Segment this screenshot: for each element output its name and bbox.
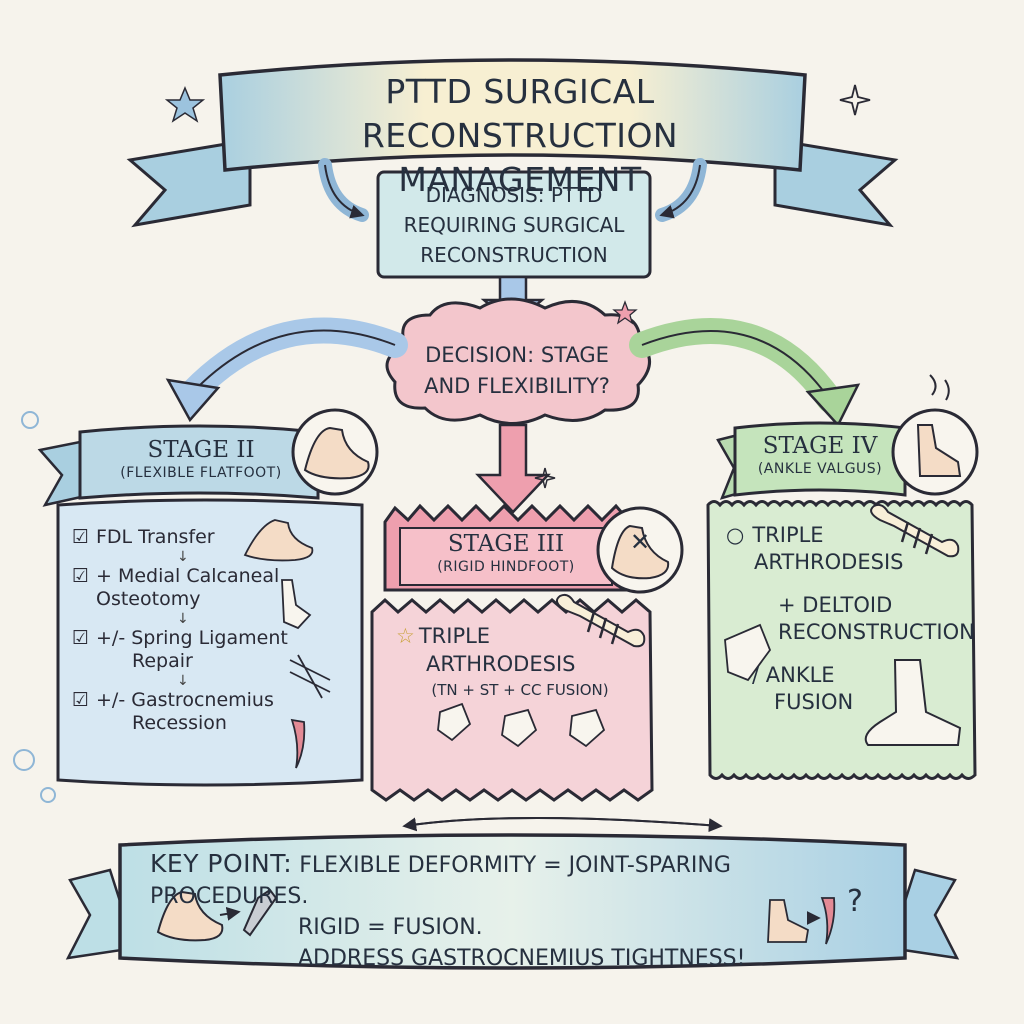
key-point-arrow [402, 817, 723, 833]
title-banner [126, 58, 899, 228]
cross-icon: ✕ [629, 528, 651, 556]
down-arrow-icon: ↓ [177, 673, 189, 689]
screw-icon [242, 888, 278, 937]
down-arrow-icon: ↓ [177, 611, 189, 627]
key-point-banner [65, 833, 960, 970]
star-icon [164, 86, 206, 123]
stage2-title: STAGE II [147, 437, 255, 463]
sparkle-icon [839, 84, 871, 116]
stage2-step-osteotomy-cont: Osteotomy [96, 588, 201, 610]
diagnosis-line3: Reconstruction [420, 243, 608, 267]
stage3-header: STAGE III (RIGID HINDFOOT) [400, 530, 612, 576]
decorations [164, 84, 950, 489]
stage2-header: STAGE II (FLEXIBLE FLATFOOT) [88, 436, 314, 482]
stage2-panel [13, 408, 379, 803]
joint-icon [501, 708, 538, 748]
diagnosis-text: Diagnosis: PTTD Requiring Surgical Recon… [382, 180, 646, 270]
down-arrow-icon: ↓ [177, 549, 189, 565]
arrow-to-stage4 [629, 318, 843, 413]
stage4-item-triple-arthrodesis: ○TRIPLE ARTHRODESIS [726, 523, 904, 574]
title-arrows [318, 158, 707, 222]
foot-icon [156, 890, 224, 942]
key-point-line1: KEY POINT: FLEXIBLE DEFORMITY = JOINT-SP… [150, 849, 731, 909]
check-icon: ☑ [72, 689, 90, 711]
stage2-step-spring-ligament-cont: Repair [132, 650, 193, 672]
ligament-icon [289, 654, 331, 699]
foot-skeleton-icon [724, 623, 772, 682]
muscle-icon [290, 718, 306, 769]
stage4-panel [706, 408, 979, 780]
ankle-icon [281, 579, 312, 630]
stage2-step-spring-ligament: ☑+/- Spring Ligament [72, 627, 288, 649]
ankle-fusion-icon [864, 659, 962, 746]
stage4-subtitle: (ANKLE VALGUS) [757, 461, 883, 477]
page-title: PTTD Surgical Reconstruction Management [250, 70, 790, 202]
bullet-icon: ○ [726, 523, 745, 547]
diagnosis-line2: Requiring Surgical [403, 213, 625, 237]
stage3-item: ☆TRIPLE ARTHRODESIS [396, 622, 576, 678]
bone-fusion-icon [555, 593, 646, 648]
arrow-to-stage3 [475, 423, 551, 514]
arrow-to-stage2 [177, 317, 408, 408]
stage2-step-gastrocnemius-cont: Recession [132, 712, 227, 734]
stage2-steps: ☑FDL Transfer ↓ ☑+ Medial Calcaneal Oste… [72, 526, 302, 735]
foot-icon [243, 519, 314, 562]
decision-text: Decision: Stage and Flexibility? [392, 340, 642, 402]
stage2-step-icons [243, 519, 331, 769]
stage4-item-ankle-fusion: / ANKLE FUSION [752, 663, 854, 714]
key-point-lead: KEY POINT: [150, 849, 293, 878]
check-icon: ☑ [72, 565, 90, 587]
page-title-line1: PTTD Surgical Reconstruction [361, 72, 679, 155]
diagnosis-line1: Diagnosis: PTTD [425, 183, 603, 207]
stage4-item-deltoid: + DELTOID RECONSTRUCTION [778, 593, 975, 644]
question-icon: ? [847, 884, 863, 919]
stage2-subtitle: (FLEXIBLE FLATFOOT) [120, 465, 282, 481]
ankle-icon [767, 899, 809, 943]
stage3-title: STAGE III [447, 531, 565, 557]
decision-line1: Decision: Stage [425, 343, 609, 367]
stage3-panel [370, 503, 684, 802]
check-icon: ☑ [72, 526, 90, 548]
decision-line2: and Flexibility? [424, 374, 610, 398]
key-point-text: KEY POINT: FLEXIBLE DEFORMITY = JOINT-SP… [150, 848, 870, 974]
stage4-title: STAGE IV [762, 433, 878, 459]
star-icon: ☆ [396, 624, 415, 648]
stage2-step-gastrocnemius: ☑+/- Gastrocnemius [72, 689, 274, 711]
page-title-line2: Management [398, 160, 642, 199]
bone-fusion-icon [870, 503, 960, 558]
stage3-item-line1: ☆TRIPLE [396, 624, 491, 648]
stage3-item-detail: (TN + ST + CC FUSION) [431, 681, 609, 699]
stage3-item-line2: ARTHRODESIS [426, 652, 576, 676]
stage4-header: STAGE IV (ANKLE VALGUS) [740, 432, 900, 478]
key-point-line2: RIGID = FUSION. [298, 915, 483, 940]
key-point-line3: ADDRESS GASTROCNEMIUS TIGHTNESS! [298, 946, 746, 971]
joint-icon [569, 708, 606, 748]
stage2-step-fdl: ☑FDL Transfer [72, 526, 215, 548]
stage3-subtitle: (RIGID HINDFOOT) [437, 559, 575, 575]
decision-cloud [385, 297, 651, 425]
check-icon: ☑ [72, 627, 90, 649]
star-icon [612, 300, 638, 325]
decision-arrows [165, 317, 861, 514]
sparkle-icon [534, 467, 556, 489]
stage2-step-osteotomy: ☑+ Medial Calcaneal [72, 565, 280, 587]
muscle-icon [820, 897, 836, 945]
joint-icon [437, 702, 472, 742]
